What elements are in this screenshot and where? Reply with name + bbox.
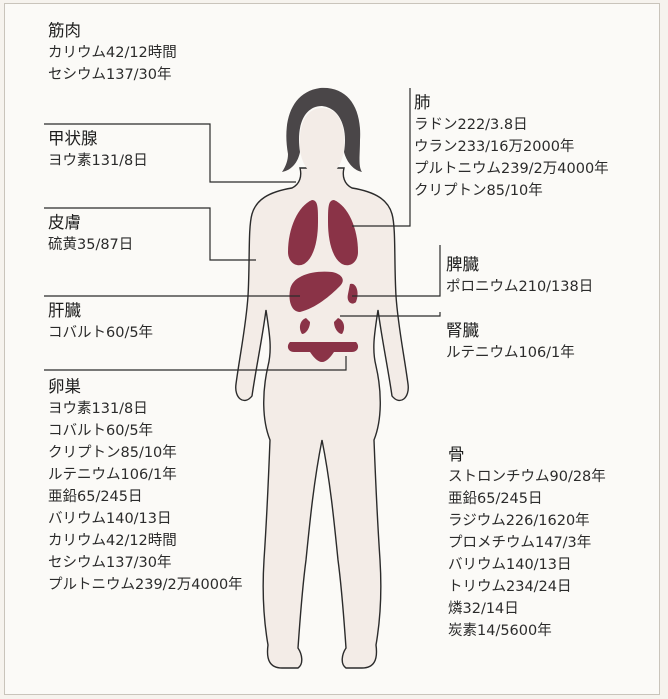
isotope-line: ラドン222/3.8日: [414, 114, 609, 136]
isotope-line: カリウム42/12時間: [48, 530, 243, 552]
organ-title-thyroid: 甲状腺: [48, 128, 148, 150]
isotope-line: バリウム140/13日: [448, 554, 606, 576]
isotope-line: セシウム137/30年: [48, 552, 243, 574]
isotope-line: 燐32/14日: [448, 598, 606, 620]
isotope-line: セシウム137/30年: [48, 64, 177, 86]
organ-title-spleen: 脾臓: [446, 254, 593, 276]
isotope-line: プルトニウム239/2万4000年: [414, 158, 609, 180]
isotope-line: クリプトン85/10年: [48, 442, 243, 464]
organ-title-bone: 骨: [448, 444, 606, 466]
isotope-line: プロメチウム147/3年: [448, 532, 606, 554]
organ-block-kidney: 腎臓 ルテニウム106/1年: [446, 320, 575, 364]
organ-title-kidney: 腎臓: [446, 320, 575, 342]
organ-title-muscle: 筋肉: [48, 20, 177, 42]
isotope-line: ストロンチウム90/28年: [448, 466, 606, 488]
isotope-line: 硫黄35/87日: [48, 234, 133, 256]
organ-block-skin: 皮膚 硫黄35/87日: [48, 212, 133, 256]
isotope-line: バリウム140/13日: [48, 508, 243, 530]
organ-block-ovary: 卵巣 ヨウ素131/8日 コバルト60/5年 クリプトン85/10年 ルテニウム…: [48, 376, 243, 596]
organ-block-spleen: 脾臓 ポロニウム210/138日: [446, 254, 593, 298]
isotope-line: ウラン233/16万2000年: [414, 136, 609, 158]
organ-block-liver: 肝臓 コバルト60/5年: [48, 300, 153, 344]
isotope-line: ルテニウム106/1年: [446, 342, 575, 364]
isotope-line: コバルト60/5年: [48, 322, 153, 344]
isotope-line: コバルト60/5年: [48, 420, 243, 442]
isotope-line: プルトニウム239/2万4000年: [48, 574, 243, 596]
organ-title-skin: 皮膚: [48, 212, 133, 234]
isotope-line: カリウム42/12時間: [48, 42, 177, 64]
face: [300, 108, 345, 178]
isotope-line: ルテニウム106/1年: [48, 464, 243, 486]
isotope-line: 亜鉛65/245日: [448, 488, 606, 510]
organ-block-lung: 肺 ラドン222/3.8日 ウラン233/16万2000年 プルトニウム239/…: [414, 92, 609, 202]
isotope-line: 炭素14/5600年: [448, 620, 606, 642]
isotope-line: 亜鉛65/245日: [48, 486, 243, 508]
isotope-line: クリプトン85/10年: [414, 180, 609, 202]
isotope-line: トリウム234/24日: [448, 576, 606, 598]
isotope-line: ヨウ素131/8日: [48, 398, 243, 420]
isotope-line: ラジウム226/1620年: [448, 510, 606, 532]
organ-title-liver: 肝臓: [48, 300, 153, 322]
organ-title-ovary: 卵巣: [48, 376, 243, 398]
organ-block-thyroid: 甲状腺 ヨウ素131/8日: [48, 128, 148, 172]
isotope-line: ポロニウム210/138日: [446, 276, 593, 298]
organ-block-bone: 骨 ストロンチウム90/28年 亜鉛65/245日 ラジウム226/1620年 …: [448, 444, 606, 642]
organ-title-lung: 肺: [414, 92, 609, 114]
body-silhouette: [236, 168, 409, 668]
organ-block-muscle: 筋肉 カリウム42/12時間 セシウム137/30年: [48, 20, 177, 86]
isotope-line: ヨウ素131/8日: [48, 150, 148, 172]
